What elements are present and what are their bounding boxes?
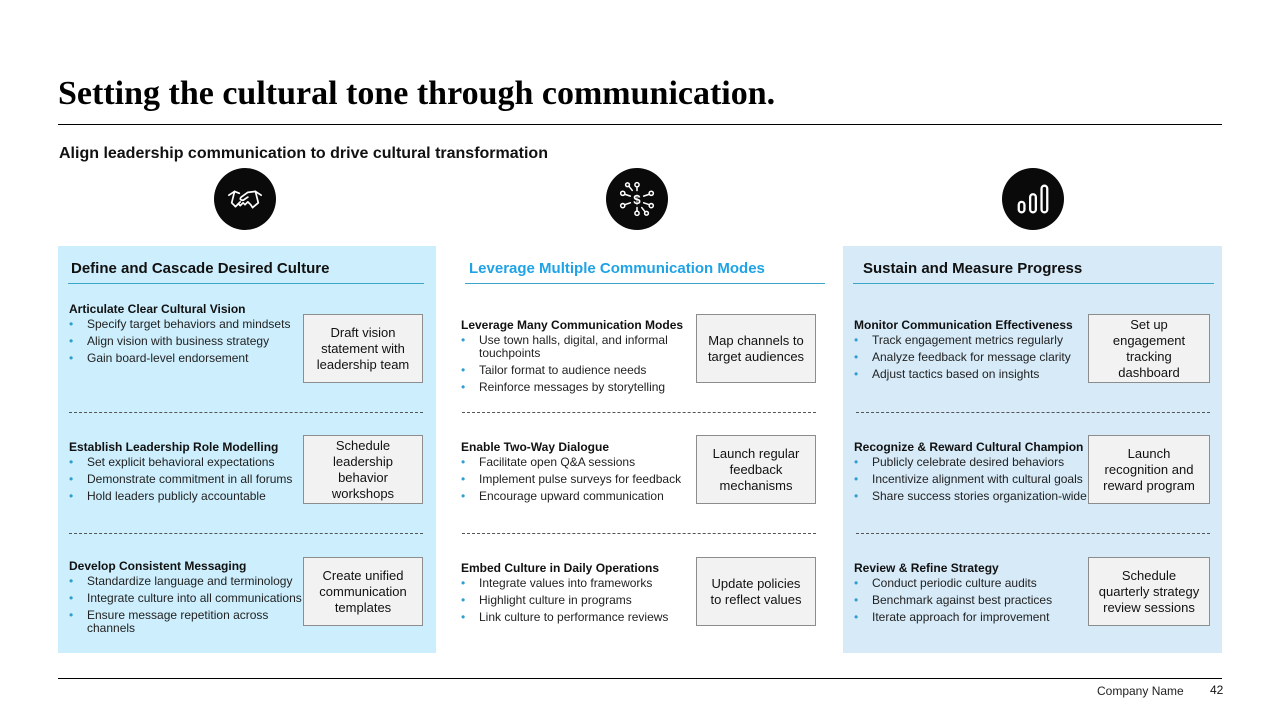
section-divider: [856, 533, 1210, 534]
list-item: Highlight culture in programs: [461, 594, 697, 608]
section-card: Develop Consistent Messaging Standardize…: [58, 557, 436, 659]
handshake-icon: [214, 168, 276, 230]
list-item: Track engagement metrics regularly: [854, 334, 1090, 348]
bullet-list: Use town halls, digital, and informal to…: [461, 334, 691, 398]
section-card: Establish Leadership Role Modelling Set …: [58, 435, 436, 540]
list-item: Align vision with business strategy: [69, 335, 305, 349]
action-box: Update policies to reflect values: [696, 557, 816, 626]
section-card: Review & Refine Strategy Conduct periodi…: [843, 557, 1221, 661]
column-title: Sustain and Measure Progress: [863, 260, 1083, 277]
list-item: Integrate culture into all communication…: [69, 592, 305, 606]
column-communication-modes: Leverage Multiple Communication Modes Le…: [450, 246, 828, 653]
column-sustain-progress: Sustain and Measure Progress Monitor Com…: [843, 246, 1222, 653]
section-divider: [462, 412, 816, 413]
section-title: Recognize & Reward Cultural Champion: [854, 440, 1084, 454]
action-box: Create unified communication templates: [303, 557, 423, 626]
list-item: Iterate approach for improvement: [854, 611, 1090, 625]
list-item: Benchmark against best practices: [854, 594, 1090, 608]
section-card: Monitor Communication Effectiveness Trac…: [843, 314, 1221, 418]
list-item: Share success stories organization-wide: [854, 490, 1090, 504]
list-item: Use town halls, digital, and informal to…: [461, 334, 691, 360]
bullet-list: Standardize language and terminology Int…: [69, 575, 305, 639]
page-title: Setting the cultural tone through commun…: [58, 75, 776, 112]
action-box: Launch recognition and reward program: [1088, 435, 1210, 504]
section-divider: [856, 412, 1210, 413]
list-item: Gain board-level endorsement: [69, 352, 305, 366]
page-subtitle: Align leadership communication to drive …: [59, 145, 548, 162]
svg-text:$: $: [633, 192, 641, 207]
list-item: Publicly celebrate desired behaviors: [854, 456, 1090, 470]
list-item: Hold leaders publicly accountable: [69, 490, 305, 504]
section-title: Review & Refine Strategy: [854, 561, 999, 575]
list-item: Specify target behaviors and mindsets: [69, 318, 305, 332]
section-card: Embed Culture in Daily Operations Integr…: [450, 557, 828, 661]
list-item: Standardize language and terminology: [69, 575, 305, 589]
column-title: Define and Cascade Desired Culture: [71, 260, 330, 277]
list-item: Incentivize alignment with cultural goal…: [854, 473, 1090, 487]
action-box: Set up engagement tracking dashboard: [1088, 314, 1210, 383]
bullet-list: Conduct periodic culture audits Benchmar…: [854, 577, 1090, 628]
section-title: Monitor Communication Effectiveness: [854, 318, 1073, 332]
action-box: Schedule leadership behavior workshops: [303, 435, 423, 504]
column-title-underline: [853, 283, 1214, 284]
page-number: 42: [1210, 683, 1224, 697]
bullet-list: Publicly celebrate desired behaviors Inc…: [854, 456, 1090, 507]
section-divider: [69, 412, 423, 413]
bullet-list: Integrate values into frameworks Highlig…: [461, 577, 697, 628]
column-title-underline: [465, 283, 825, 284]
list-item: Implement pulse surveys for feedback: [461, 473, 697, 487]
column-title: Leverage Multiple Communication Modes: [469, 260, 765, 277]
column-define-culture: Define and Cascade Desired Culture Artic…: [58, 246, 436, 653]
list-item: Reinforce messages by storytelling: [461, 381, 691, 395]
list-item: Integrate values into frameworks: [461, 577, 697, 591]
bar-chart-icon: [1002, 168, 1064, 230]
bullet-list: Facilitate open Q&A sessions Implement p…: [461, 456, 697, 507]
action-box: Map channels to target audiences: [696, 314, 816, 383]
footer-company-name: Company Name: [1097, 684, 1184, 698]
bullet-list: Specify target behaviors and mindsets Al…: [69, 318, 305, 369]
section-card: Recognize & Reward Cultural Champion Pub…: [843, 435, 1221, 540]
list-item: Conduct periodic culture audits: [854, 577, 1090, 591]
section-divider: [69, 533, 423, 534]
list-item: Encourage upward communication: [461, 490, 697, 504]
section-card: Enable Two-Way Dialogue Facilitate open …: [450, 435, 828, 540]
section-title: Develop Consistent Messaging: [69, 559, 247, 573]
column-title-underline: [68, 283, 424, 284]
title-divider: [58, 124, 1222, 125]
list-item: Facilitate open Q&A sessions: [461, 456, 697, 470]
action-box: Schedule quarterly strategy review sessi…: [1088, 557, 1210, 626]
list-item: Tailor format to audience needs: [461, 364, 691, 378]
action-box: Launch regular feedback mechanisms: [696, 435, 816, 504]
network-dollar-icon: $: [606, 168, 668, 230]
section-title: Enable Two-Way Dialogue: [461, 440, 610, 454]
section-card: Leverage Many Communication Modes Use to…: [450, 314, 828, 418]
section-divider: [462, 533, 816, 534]
action-box: Draft vision statement with leadership t…: [303, 314, 423, 383]
bullet-list: Track engagement metrics regularly Analy…: [854, 334, 1090, 385]
list-item: Adjust tactics based on insights: [854, 368, 1090, 382]
list-item: Demonstrate commitment in all forums: [69, 473, 305, 487]
section-title: Articulate Clear Cultural Vision: [69, 302, 246, 316]
section-title: Embed Culture in Daily Operations: [461, 561, 660, 575]
bullet-list: Set explicit behavioral expectations Dem…: [69, 456, 305, 507]
list-item: Link culture to performance reviews: [461, 611, 697, 625]
list-item: Analyze feedback for message clarity: [854, 351, 1090, 365]
list-item: Set explicit behavioral expectations: [69, 456, 305, 470]
section-title: Establish Leadership Role Modelling: [69, 440, 279, 454]
section-card: Articulate Clear Cultural Vision Specify…: [58, 302, 436, 402]
list-item: Ensure message repetition across channel…: [69, 609, 305, 635]
footer-divider: [58, 678, 1222, 679]
section-title: Leverage Many Communication Modes: [461, 318, 684, 332]
